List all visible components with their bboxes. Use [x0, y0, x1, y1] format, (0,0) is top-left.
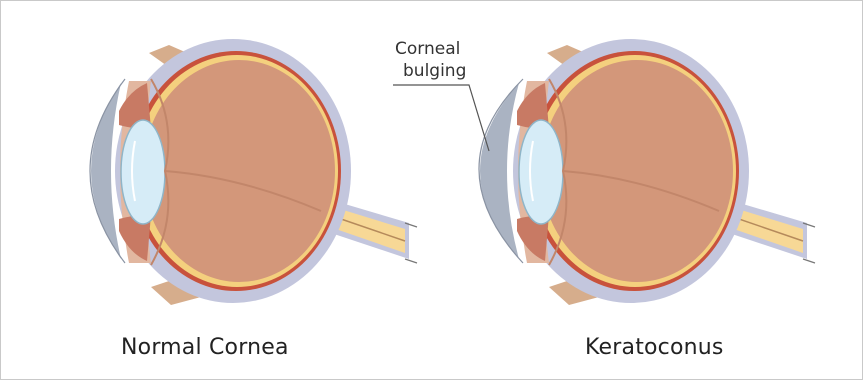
normal-cornea-label: Normal Cornea — [121, 335, 289, 360]
annotation-leader-line — [393, 85, 489, 151]
annotation-line-2: bulging — [403, 60, 466, 82]
keratoconus-eye-illustration — [479, 39, 815, 305]
normal-eye-illustration — [90, 39, 417, 305]
annotation-line-1: Corneal — [395, 38, 460, 60]
keratoconus-label: Keratoconus — [585, 335, 724, 360]
